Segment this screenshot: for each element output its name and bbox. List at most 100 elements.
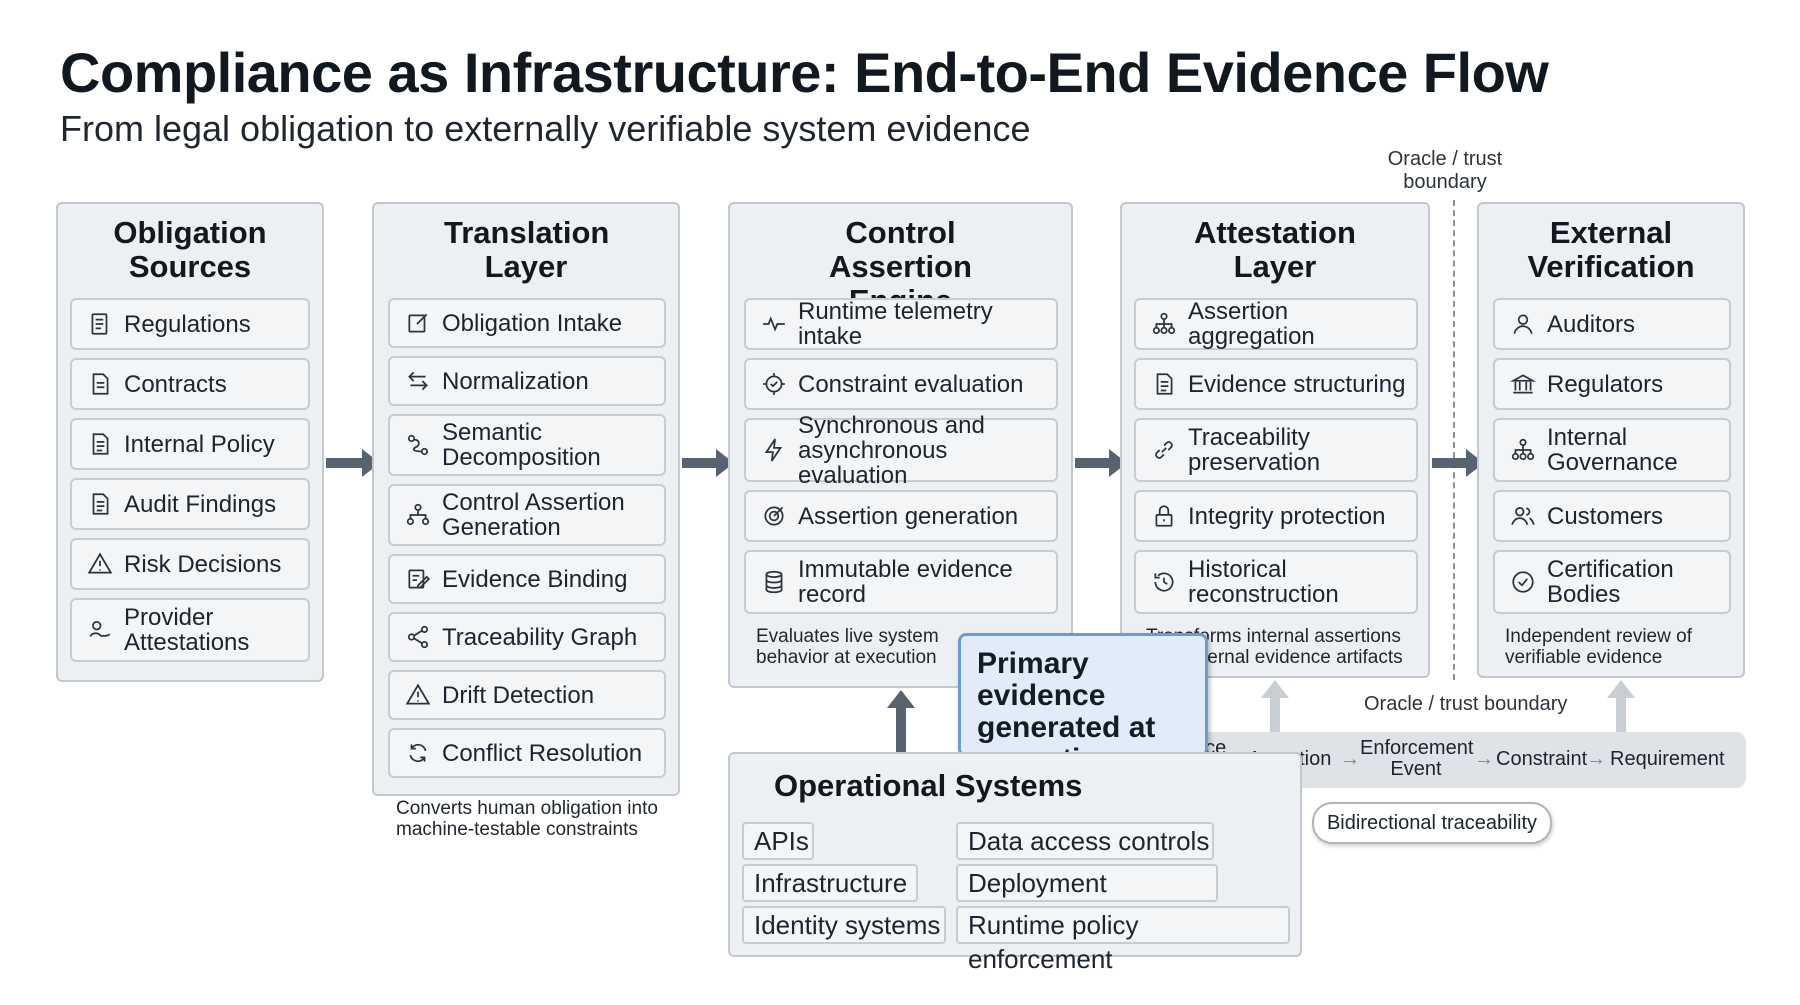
item-label: Runtime telemetry intake [798,298,993,350]
swap-arrows-icon [400,367,436,395]
item-label: Customers [1547,502,1664,530]
audit-doc-icon [82,490,118,518]
item-label: Regulations [124,310,251,338]
up-arrow-attestation [1261,680,1289,732]
form-edit-icon [400,565,436,593]
oracle-boundary-line [1453,200,1455,680]
chip-data-access-controls: Data access controls [956,822,1214,860]
item-drift-detection: Drift Detection [388,670,666,720]
up-arrow-operational [887,690,915,752]
item-runtime-telemetry-intake: Runtime telemetry intake [744,298,1058,350]
database-icon [756,568,792,596]
item-contracts: Contracts [70,358,310,410]
item-integrity-protection: Integrity protection [1134,490,1418,542]
badge-check-icon [1505,568,1541,596]
chip-deployment-pipelines: Deployment pipelines [956,864,1218,932]
control-assertion-engine-column: Control Assertion Engine Runtime telemet… [728,202,1073,688]
item-label: Provider Attestations [124,604,250,656]
flow-arrow [1075,449,1127,477]
policy-doc-icon [82,430,118,458]
item-label: Internal Governance [1547,424,1678,476]
item-internal-policy: Internal Policy [70,418,310,470]
column-title: Attestation Layer [1194,215,1356,284]
item-label: Normalization [442,367,589,395]
item-label: Risk Decisions [124,550,282,578]
item-label: Immutable evidence record [798,556,1013,608]
translation-note: Converts human obligation into machine-t… [396,798,658,840]
chain-enforcement-event: Enforcement Event [1360,737,1474,780]
item-control-assertion-generation: Control Assertion Generation [388,484,666,546]
item-label: Regulators [1547,370,1664,398]
item-label: Assertion aggregation [1188,298,1315,350]
oracle-boundary-label: Oracle / trust boundary [1387,148,1503,193]
item-label: Conflict Resolution [442,739,643,767]
item-label: Constraint evaluation [798,370,1024,398]
route-icon [400,431,436,459]
item-semantic-decomposition: Semantic Decomposition [388,414,666,476]
pulse-icon [756,310,792,338]
item-assertion-aggregation: Assertion aggregation [1134,298,1418,350]
flow-arrow [682,449,734,477]
item-regulations: Regulations [70,298,310,350]
attestation-layer-column: Attestation Layer Assertion aggregation … [1120,202,1430,678]
item-audit-findings: Audit Findings [70,478,310,530]
warning-icon [400,681,436,709]
item-customers: Customers [1493,490,1731,542]
item-label: Auditors [1547,310,1636,338]
regulation-doc-icon [82,310,118,338]
operational-systems-box: Operational Systems APIs Data access con… [728,752,1302,974]
item-obligation-intake: Obligation Intake [388,298,666,348]
user-icon [1505,310,1541,338]
flow-arrow [326,449,380,477]
chain-constraint: Constraint [1496,748,1588,770]
item-label: Obligation Intake [442,309,623,337]
warning-icon [82,550,118,578]
translation-layer-column: Translation Layer Obligation Intake Norm… [372,202,680,796]
item-assertion-generation: Assertion generation [744,490,1058,542]
signature-icon [82,616,118,644]
item-provider-attestations: Provider Attestations [70,598,310,662]
gear-check-icon [756,370,792,398]
item-label: Integrity protection [1188,502,1386,530]
item-historical-reconstruction: Historical reconstruction [1134,550,1418,614]
item-label: Assertion generation [798,502,1019,530]
item-label: Evidence Binding [442,565,628,593]
flow-arrow [1432,449,1484,477]
history-icon [1146,568,1182,596]
up-arrow-external [1607,680,1635,732]
item-conflict-resolution: Conflict Resolution [388,728,666,778]
lock-icon [1146,502,1182,530]
oracle-boundary-label: Oracle / trust boundary [1364,693,1568,715]
item-constraint-evaluation: Constraint evaluation [744,358,1058,410]
item-risk-decisions: Risk Decisions [70,538,310,590]
item-label: Certification Bodies [1547,556,1674,608]
chain-arrow-icon: → [1474,748,1494,770]
external-verification-column: External Verification Auditors Regulator… [1477,202,1745,678]
control-note: Evaluates live system behavior at execut… [756,626,939,668]
item-label: Contracts [124,370,227,398]
org-chart-icon [1505,436,1541,464]
item-label: Synchronous and asynchronous evaluation [798,411,985,489]
item-certification-bodies: Certification Bodies [1493,550,1731,614]
item-label: Control Assertion Generation [442,489,625,541]
item-label: Internal Policy [124,430,275,458]
chip-identity-systems: Identity systems [742,906,946,944]
item-regulators: Regulators [1493,358,1731,410]
edit-box-icon [400,309,436,337]
obligation-sources-column: Obligation Sources Regulations Contracts… [56,202,324,682]
hierarchy-icon [1146,310,1182,338]
bank-icon [1505,370,1541,398]
bidirectional-traceability-label: Bidirectional traceability [1312,802,1552,844]
item-label: Drift Detection [442,681,595,709]
document-icon [1146,370,1182,398]
item-label: Audit Findings [124,490,277,518]
users-icon [1505,502,1541,530]
item-label: Traceability Graph [442,623,638,651]
lightning-icon [756,436,792,464]
share-graph-icon [400,623,436,651]
item-label: Historical reconstruction [1188,556,1339,608]
item-internal-governance: Internal Governance [1493,418,1731,482]
link-icon [1146,436,1182,464]
target-icon [756,502,792,530]
operational-systems-title: Operational Systems [774,768,1083,803]
